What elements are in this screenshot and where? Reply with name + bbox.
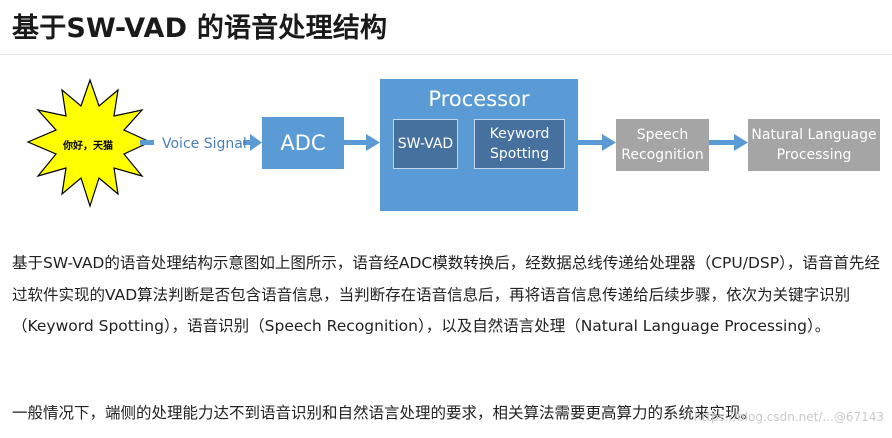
speech-recognition-label-line1: Speech	[636, 127, 689, 143]
page-title: 基于SW-VAD 的语音处理结构	[12, 13, 388, 44]
wake-word-star	[26, 78, 152, 208]
sw-vad-box: SW-VAD	[393, 119, 458, 169]
keyword-spotting-box: Keyword Spotting	[474, 119, 565, 169]
voice-signal-label: Voice Signal	[162, 136, 247, 152]
arrow-adc-to-processor	[344, 134, 380, 151]
keyword-spotting-label-line2: Spotting	[490, 146, 549, 162]
nlp-label-line2: Processing	[776, 147, 852, 163]
watermark: https://blog.csdn.net/...@67143	[694, 410, 884, 424]
summary-paragraph: 一般情况下，端侧的处理能力达不到语音识别和自然语言处理的要求，相关算法需要更高算…	[12, 404, 757, 422]
arrow-star-to-adc	[140, 134, 262, 151]
sw-vad-label: SW-VAD	[397, 136, 454, 152]
title-divider	[0, 54, 892, 55]
adc-label: ADC	[280, 131, 326, 155]
adc-box: ADC	[262, 117, 344, 169]
nlp-label-line1: Natural Language	[751, 127, 877, 143]
arrow-sr-to-nlp	[709, 134, 748, 151]
keyword-spotting-label-line1: Keyword	[489, 126, 550, 142]
speech-recognition-label-line2: Recognition	[621, 147, 704, 163]
speech-recognition-box: Speech Recognition	[616, 119, 709, 171]
processor-title: Processor	[428, 87, 530, 111]
arrow-processor-to-sr	[578, 134, 616, 151]
nlp-box: Natural Language Processing	[748, 119, 880, 171]
description-paragraph: 基于SW-VAD的语音处理结构示意图如上图所示，语音经ADC模数转换后，经数据总…	[12, 254, 880, 335]
wake-word-text: 你好，天猫	[63, 141, 113, 152]
processing-diagram: 你好，天猫 Voice Signal ADC Processor SW-VAD …	[0, 72, 892, 232]
